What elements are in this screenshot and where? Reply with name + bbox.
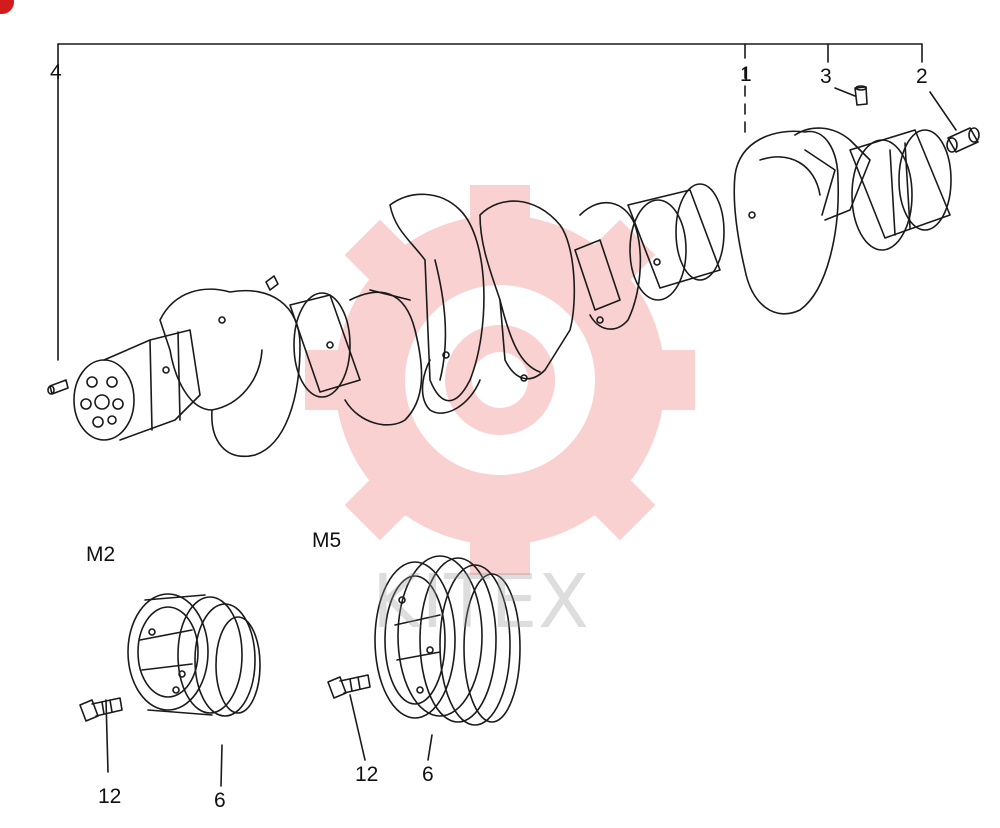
pulley-m2 xyxy=(127,593,261,717)
bolt-m2 xyxy=(79,697,123,722)
watermark-logo xyxy=(305,185,695,575)
callout-12-m5: 12 xyxy=(355,763,379,786)
pin-4 xyxy=(47,379,69,395)
callout-12-m2: 12 xyxy=(98,785,122,808)
leader-lines xyxy=(57,43,957,787)
pin-2 xyxy=(946,127,980,153)
bolt-m5 xyxy=(327,674,371,699)
dowel-small xyxy=(265,275,279,291)
callout-6-m5: 6 xyxy=(422,763,434,786)
variant-label-m5: M5 xyxy=(312,529,342,552)
crankshaft xyxy=(73,127,952,458)
pulley-m5 xyxy=(374,555,521,726)
variant-label-m2: M2 xyxy=(86,543,116,566)
plug-3 xyxy=(854,85,868,106)
callout-2: 2 xyxy=(916,65,928,88)
callout-4: 4 xyxy=(50,61,62,84)
callout-6-m2: 6 xyxy=(214,789,226,812)
watermark-text: KITEX xyxy=(372,559,591,645)
callout-3: 3 xyxy=(820,65,832,88)
callout-1: 1 xyxy=(740,63,752,86)
